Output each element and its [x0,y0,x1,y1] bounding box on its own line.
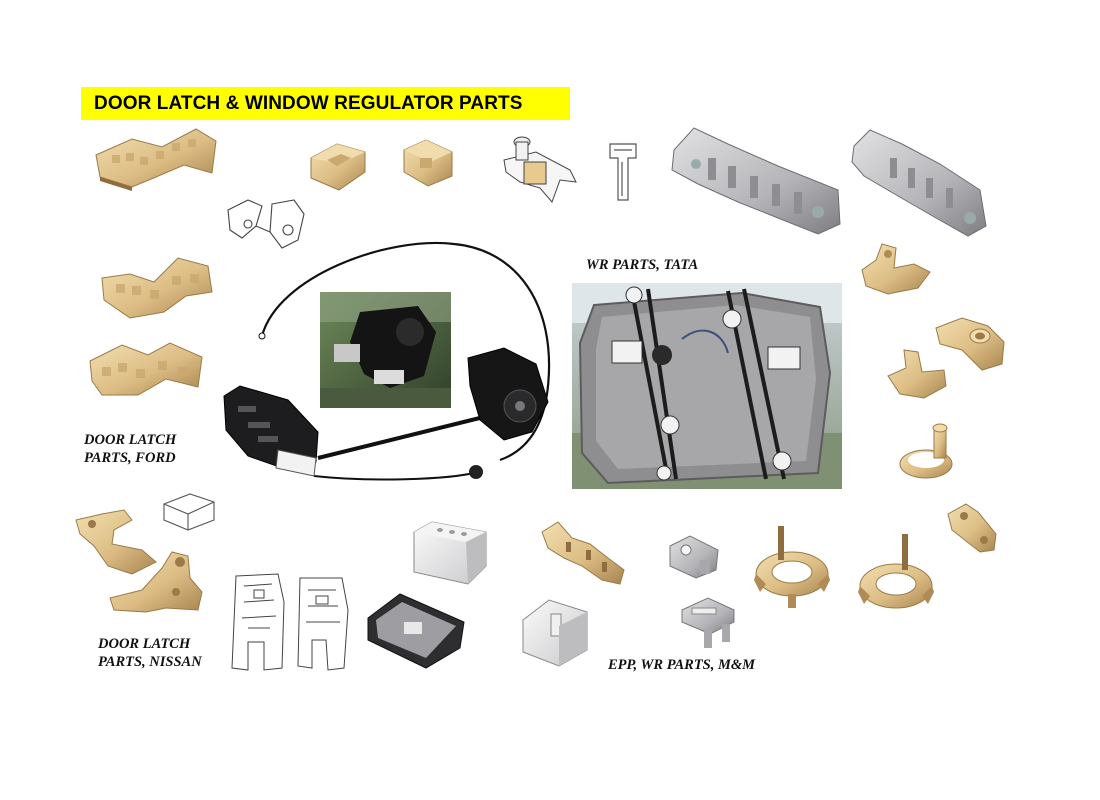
switch-bezel-part [364,588,468,672]
caption-ford-line1: DOOR LATCH [84,432,177,448]
page-title: DOOR LATCH & WINDOW REGULATOR PARTS [94,92,523,114]
nissan-lever-part-2 [106,548,208,616]
grey-base-plate-2 [850,126,990,240]
grey-clamp-part [678,594,738,652]
caption-tata: WR PARTS, TATA [586,257,699,273]
motor-mount-ring-2 [856,530,936,622]
caption-mm: EPP, WR PARTS, M&M [608,657,756,673]
caption-ford: DOOR LATCH PARTS, FORD [84,431,176,467]
slider-block-part-2 [402,136,456,190]
wire-clip-part [604,140,642,204]
lever-bracket-lineart [222,196,308,254]
nissan-housing-lineart-1 [228,572,290,672]
slider-block-part-1 [307,138,369,194]
white-cover-lineart [160,490,218,532]
white-connector-block [410,518,490,588]
tata-wr-door-panel-photo [572,283,842,489]
caption-ford-line2: PARTS, FORD [84,450,176,466]
cam-bracket-part-1 [858,240,934,298]
cam-bracket-part-2 [884,346,950,402]
grey-pulley-bracket [666,530,722,582]
white-slider-block [519,596,591,670]
caption-nissan-line2: PARTS, NISSAN [98,654,202,670]
mm-guide-rail-part [538,518,628,590]
motor-assembly-photo [320,292,451,408]
caption-nissan-line1: DOOR LATCH [98,636,191,652]
pawl-lever-part [500,130,580,208]
motor-mount-ring-1 [752,522,832,610]
nissan-housing-lineart-2 [294,574,352,672]
pivot-mount-part [932,308,1008,372]
regulator-cable-assembly [218,236,574,496]
link-arm-part [944,500,1000,556]
latch-housing-part-1 [92,125,220,191]
grey-base-plate-1 [668,124,844,236]
title-banner: DOOR LATCH & WINDOW REGULATOR PARTS [81,87,570,120]
latch-housing-part-2 [100,252,215,320]
nissan-lever-part-1 [72,506,160,578]
caption-nissan: DOOR LATCH PARTS, NISSAN [98,635,202,671]
ring-collar-part [896,420,960,484]
latch-housing-part-3 [88,335,206,400]
